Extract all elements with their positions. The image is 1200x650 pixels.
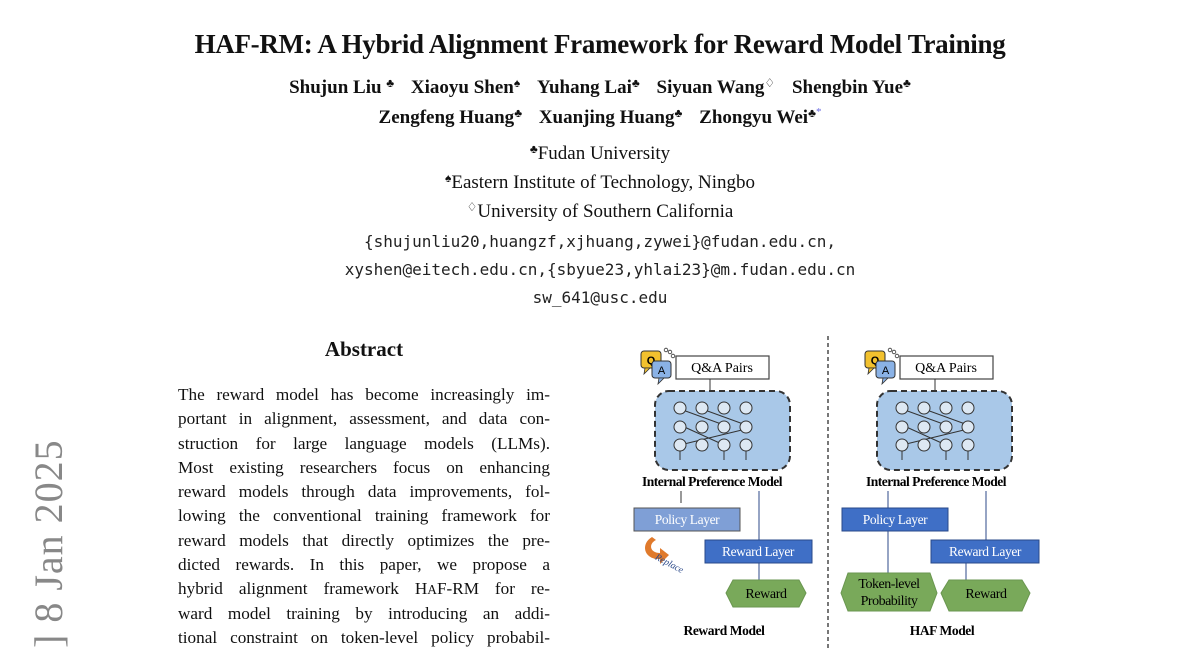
qa-pairs-label: Q&A Pairs: [915, 361, 977, 376]
policy-layer-box: [633, 507, 741, 532]
q-glyph: Q: [871, 355, 880, 367]
author-name: Xiaoyu Shen: [410, 77, 514, 98]
abstract-line: tional constraint on token-level policy …: [178, 627, 550, 647]
reward-model-panel: Q A Q&A Pairs Internal Preference Model …: [633, 347, 813, 638]
reward-output-label: Reward: [745, 587, 787, 602]
neural-network-icon: [895, 401, 975, 460]
author-list-line-1: Shujun Liu ♣ Xiaoyu Shen♠ Yuhang Lai♣ Si…: [0, 76, 1200, 99]
abstract-line: hybrid alignment framework HAF-RM for re…: [178, 579, 550, 599]
affiliation-mark: ♠: [513, 76, 521, 90]
abstract-line: portant in alignment, assessment, and da…: [178, 409, 550, 429]
a-glyph: A: [882, 365, 890, 377]
affiliation-mark: ♢: [764, 76, 776, 90]
replace-label: Replace: [652, 552, 685, 576]
affiliation-mark: ♣: [903, 76, 911, 90]
author: Shujun Liu ♣: [289, 76, 395, 98]
reward-layer-label: Reward Layer: [949, 544, 1022, 559]
affiliation-name: Fudan University: [537, 143, 671, 164]
author-list-line-2: Zengfeng Huang♣ Xuanjing Huang♣ Zhongyu …: [0, 106, 1200, 129]
qa-pairs-icon: Q A: [640, 347, 676, 386]
author: Shengbin Yue♣: [791, 76, 911, 98]
reward-layer-box: [930, 539, 1040, 564]
policy-layer-box: [841, 507, 949, 532]
qa-pairs-box: [675, 355, 770, 380]
abstract-line: ward model training by introducing an ad…: [178, 603, 550, 623]
abstract-line: Most existing researchers focus on enhan…: [178, 457, 550, 477]
abstract-body: The reward model has become increasingly…: [178, 383, 550, 650]
policy-layer-label: Policy Layer: [863, 512, 928, 527]
affiliation-mark: ♣: [529, 142, 538, 156]
author: Zhongyu Wei♣*: [699, 106, 822, 128]
author-name: Siyuan Wang: [656, 77, 765, 98]
author-name: Shengbin Yue: [791, 77, 904, 98]
policy-layer-label: Policy Layer: [655, 512, 720, 527]
qa-pairs-box: [899, 355, 994, 380]
abstract-line: lowing the conventional training framewo…: [178, 506, 550, 526]
abstract-line: dicted rewards. In this paper, we propos…: [178, 555, 550, 575]
abstract-line: struction for large language models (LLM…: [178, 433, 550, 453]
abstract-line: reward models through data improvements,…: [178, 482, 550, 502]
affiliation-mark: ♣: [386, 76, 395, 90]
abstract-line: The reward model has become increasingly…: [178, 385, 550, 404]
reward-layer-label: Reward Layer: [722, 544, 795, 559]
email-line: sw_641@usc.edu: [532, 288, 668, 307]
token-probability-label-line-1: Token-level: [858, 577, 920, 592]
method-name: HAF-RM: [414, 579, 479, 599]
qa-pairs-label: Q&A Pairs: [691, 361, 753, 376]
affiliation-name: University of Southern California: [477, 201, 734, 222]
affiliation: ♣Fudan University: [0, 142, 1200, 165]
affiliation-mark: ♣: [808, 106, 816, 120]
author-name: Yuhang Lai: [537, 77, 632, 98]
reward-output-label: Reward: [965, 587, 1007, 602]
abstract-line: reward models that directly optimizes th…: [178, 530, 550, 550]
affiliation-mark: ♠: [444, 171, 452, 185]
author: Zengfeng Huang♣: [378, 106, 523, 128]
reward-output-hexagon: [725, 579, 807, 608]
neural-network-icon: [673, 401, 753, 460]
internal-preference-model-label: Internal Preference Model: [866, 474, 1007, 489]
affiliation-name: Eastern Institute of Technology, Ningbo: [451, 172, 756, 193]
affiliation-mark: ♣: [674, 106, 683, 120]
affiliation: ♢University of Southern California: [0, 200, 1200, 223]
internal-preference-model-label: Internal Preference Model: [642, 474, 783, 489]
affiliation-mark: ♣: [631, 76, 640, 90]
token-probability-hexagon: [840, 572, 938, 612]
affiliation-mark: ♢: [466, 200, 478, 214]
author: Yuhang Lai♣: [537, 76, 640, 98]
reward-model-caption: Reward Model: [683, 623, 765, 638]
author: Xiaoyu Shen♠: [410, 76, 521, 98]
author-name: Zengfeng Huang: [378, 107, 515, 128]
framework-comparison-figure: Q A Q&A Pairs Internal Preference Model …: [633, 336, 1040, 648]
paper-title: HAF-RM: A Hybrid Alignment Framework for…: [194, 29, 1006, 59]
qa-pairs-icon: Q A: [864, 347, 900, 386]
haf-model-panel: Q A Q&A Pairs Internal Preference Model …: [840, 347, 1040, 638]
author-name: Xuanjing Huang: [538, 107, 675, 128]
email-line: {shujunliu20,huangzf,xjhuang,zywei}@fuda…: [363, 232, 836, 251]
author-name: Shujun Liu: [289, 77, 382, 98]
reward-output-hexagon: [940, 579, 1031, 612]
email-line: xyshen@eitech.edu.cn,{sbyue23,yhlai23}@m…: [344, 260, 856, 279]
author-name: Zhongyu Wei: [699, 107, 809, 128]
haf-model-caption: HAF Model: [910, 623, 975, 638]
affiliation: ♠Eastern Institute of Technology, Ningbo: [0, 171, 1200, 194]
corresponding-author-link[interactable]: *: [815, 106, 822, 118]
q-glyph: Q: [647, 355, 656, 367]
arxiv-date-stamp: ] 8 Jan 2025: [26, 439, 71, 648]
author: Xuanjing Huang♣: [538, 106, 683, 128]
author: Siyuan Wang♢: [656, 76, 776, 98]
replace-arrow-icon: [645, 537, 669, 564]
abstract-heading: Abstract: [324, 337, 404, 361]
token-probability-label-line-2: Probability: [861, 594, 918, 609]
a-glyph: A: [658, 365, 666, 377]
affiliation-mark: ♣: [514, 106, 523, 120]
